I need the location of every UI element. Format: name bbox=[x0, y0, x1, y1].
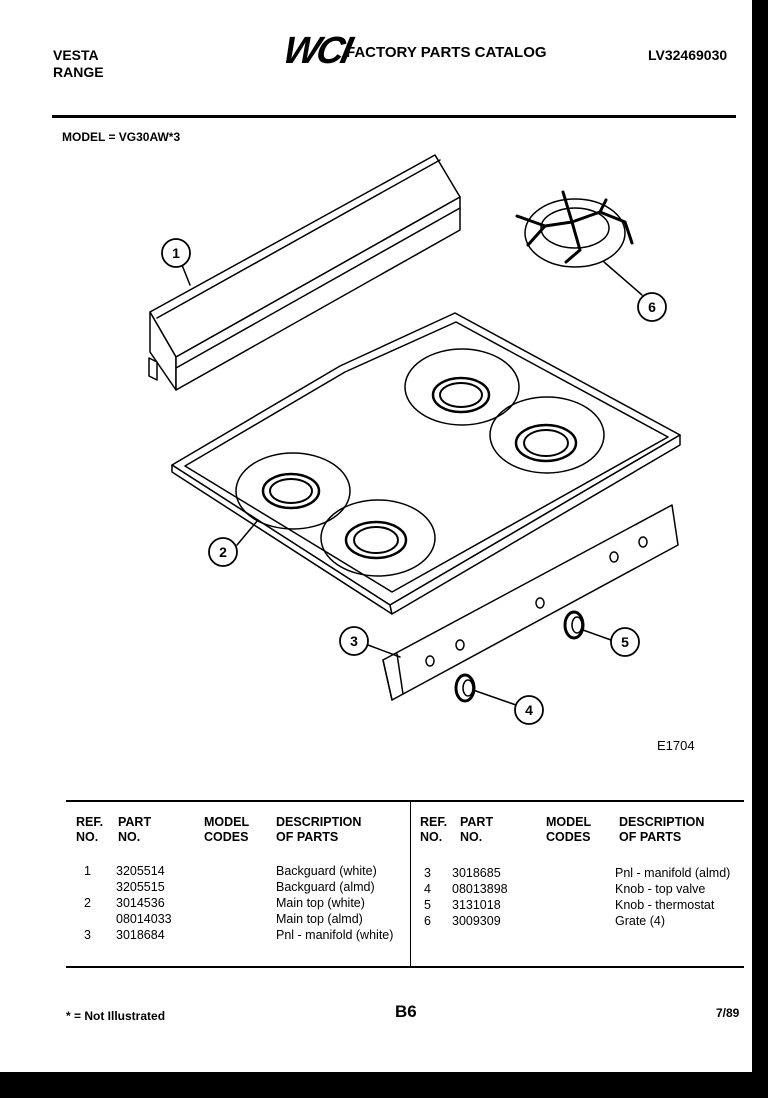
main-top-part bbox=[171, 312, 681, 615]
table-cell: 3205515 bbox=[116, 880, 165, 894]
manifold-panel-part bbox=[382, 504, 679, 701]
table-top-rule bbox=[66, 800, 744, 802]
right-part-column: 3018685 08013898 3131018 3009309 bbox=[452, 865, 508, 929]
callout-circle-2 bbox=[208, 537, 238, 567]
table-cell: 1 bbox=[84, 864, 91, 878]
table-bottom-rule bbox=[66, 966, 744, 968]
table-cell: 3018684 bbox=[116, 928, 165, 942]
left-part-column: 3205514 3205515 3014536 08014033 3018684 bbox=[116, 863, 172, 943]
table-cell: Knob - top valve bbox=[615, 882, 706, 896]
table-cell: Backguard (white) bbox=[276, 864, 377, 878]
left-desc-column: Backguard (white) Backguard (almd) Main … bbox=[276, 863, 393, 943]
table-cell: 3009309 bbox=[452, 914, 501, 928]
callout-circle-5 bbox=[610, 627, 640, 657]
model-line: MODEL = VG30AW*3 bbox=[62, 130, 181, 144]
table-cell: 08013898 bbox=[452, 882, 508, 896]
leader-5 bbox=[582, 629, 612, 641]
callout-3: 3 bbox=[350, 633, 358, 649]
table-cell: Pnl - manifold (white) bbox=[276, 928, 394, 942]
callout-circle-3 bbox=[339, 626, 369, 656]
table-cell: 3018685 bbox=[452, 866, 501, 880]
header-ref: REF.NO. bbox=[76, 815, 104, 844]
leader-3 bbox=[367, 644, 401, 658]
leader-6 bbox=[603, 261, 643, 296]
table-cell: 6 bbox=[424, 914, 431, 928]
right-desc-column: Pnl - manifold (almd) Knob - top valve K… bbox=[615, 865, 730, 929]
callout-circle-1 bbox=[161, 238, 191, 268]
catalog-number: LV32469030 bbox=[648, 47, 728, 63]
wci-logo: WCI bbox=[279, 30, 354, 72]
callout-6: 6 bbox=[648, 299, 656, 315]
leader-1 bbox=[181, 264, 191, 286]
table-cell: 2 bbox=[84, 896, 91, 910]
table-cell bbox=[84, 911, 91, 927]
backguard-part bbox=[148, 154, 461, 391]
knob-top-valve-part bbox=[454, 673, 476, 703]
callout-1: 1 bbox=[172, 245, 180, 261]
callout-circle-6 bbox=[637, 292, 667, 322]
header-ref-right: REF.NO. bbox=[420, 815, 448, 844]
callout-2: 2 bbox=[219, 544, 227, 560]
callout-circle-4 bbox=[514, 695, 544, 725]
header-rule bbox=[52, 115, 736, 118]
figure-id: E1704 bbox=[657, 738, 695, 753]
table-cell: 5 bbox=[424, 898, 431, 912]
leader-2 bbox=[236, 519, 259, 546]
not-illustrated-note: * = Not Illustrated bbox=[66, 1009, 166, 1023]
table-cell: 4 bbox=[424, 882, 431, 896]
catalog-date: 7/89 bbox=[716, 1006, 740, 1020]
callout-4: 4 bbox=[525, 702, 533, 718]
table-cell: 3014536 bbox=[116, 896, 165, 910]
page-number: B6 bbox=[395, 1002, 417, 1021]
catalog-page: VESTA RANGE WCI FACTORY PARTS CATALOG LV… bbox=[0, 0, 752, 1072]
table-cell: 3 bbox=[424, 866, 431, 880]
table-cell: 3205514 bbox=[116, 864, 165, 878]
table-cell bbox=[84, 879, 91, 895]
knob-thermostat-part bbox=[563, 610, 585, 640]
table-cell: 3 bbox=[84, 928, 91, 942]
brand-label: VESTA bbox=[53, 47, 99, 63]
table-divider bbox=[410, 800, 411, 968]
catalog-title: FACTORY PARTS CATALOG bbox=[346, 44, 547, 61]
table-cell: Pnl - manifold (almd) bbox=[615, 866, 731, 880]
right-ref-column: 3 4 5 6 bbox=[424, 865, 431, 929]
table-cell: 3131018 bbox=[452, 898, 501, 912]
exploded-diagram: 1 2 3 4 5 6 bbox=[148, 154, 681, 725]
leader-4 bbox=[472, 689, 517, 706]
grate-part bbox=[515, 190, 634, 268]
table-cell: 08014033 bbox=[116, 912, 172, 926]
callout-5: 5 bbox=[621, 634, 629, 650]
table-cell: Backguard (almd) bbox=[276, 880, 375, 894]
table-cell: Knob - thermostat bbox=[615, 898, 715, 912]
table-cell: Grate (4) bbox=[615, 914, 666, 928]
table-cell: Main top (white) bbox=[276, 896, 365, 910]
product-label: RANGE bbox=[53, 64, 104, 80]
left-ref-column: 1 2 3 bbox=[84, 863, 91, 943]
table-cell: Main top (almd) bbox=[276, 912, 363, 926]
